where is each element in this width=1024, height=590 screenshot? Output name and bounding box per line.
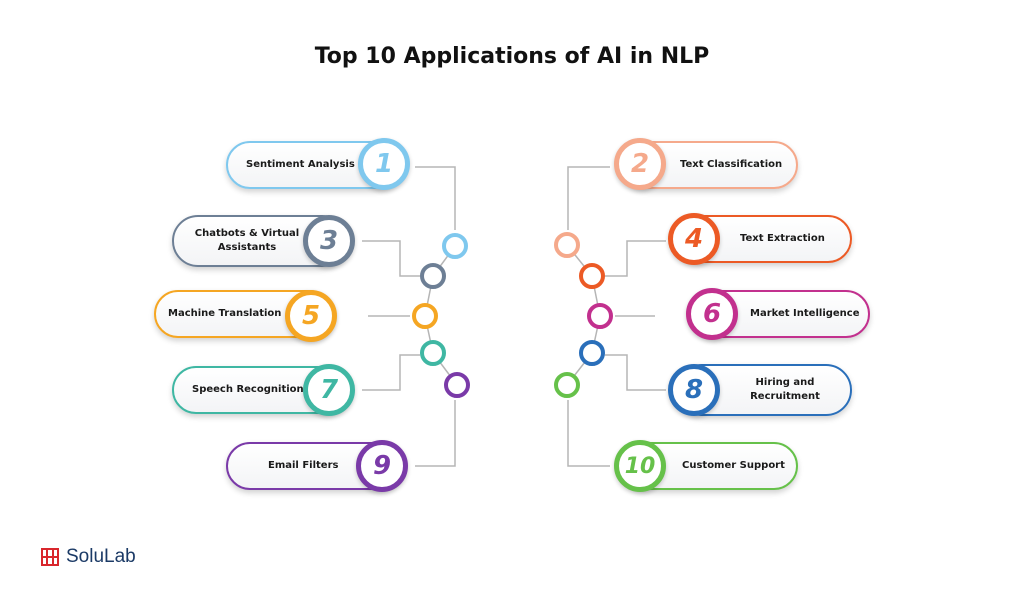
node-ring-3	[420, 263, 446, 289]
item-label: Hiring and Recruitment	[750, 377, 820, 402]
node-ring-10	[554, 372, 580, 398]
item-label: Email Filters	[268, 460, 339, 471]
item-label: Speech Recognition	[192, 384, 304, 395]
item-label: Customer Support	[682, 460, 785, 471]
item-number-badge: 8	[668, 364, 720, 416]
item-number-badge: 3	[303, 215, 355, 267]
node-ring-2	[554, 232, 580, 258]
node-ring-5	[412, 303, 438, 329]
solulab-logo-icon	[41, 548, 59, 566]
node-ring-1	[442, 233, 468, 259]
item-number-badge: 6	[686, 288, 738, 340]
item-label: Machine Translation	[168, 308, 282, 319]
item-label: Market Intelligence	[750, 308, 860, 319]
node-ring-7	[420, 340, 446, 366]
item-number-badge: 7	[303, 364, 355, 416]
node-ring-4	[579, 263, 605, 289]
page-title: Top 10 Applications of AI in NLP	[314, 44, 710, 69]
item-number-badge: 9	[356, 440, 408, 492]
node-ring-9	[444, 372, 470, 398]
item-number-badge: 4	[668, 213, 720, 265]
item-number-badge: 2	[614, 138, 666, 190]
item-number-badge: 10	[614, 440, 666, 492]
item-number-badge: 1	[358, 138, 410, 190]
item-label: Text Classification	[680, 159, 783, 170]
brand-name: SoluLab	[66, 546, 136, 567]
item-label: Sentiment Analysis	[246, 159, 355, 170]
item-label: Chatbots & Virtual Assistants	[194, 228, 300, 253]
item-number-badge: 5	[285, 290, 337, 342]
node-ring-8	[579, 340, 605, 366]
brand-logo: SoluLab	[40, 546, 136, 568]
node-ring-6	[587, 303, 613, 329]
item-label: Text Extraction	[740, 233, 825, 244]
